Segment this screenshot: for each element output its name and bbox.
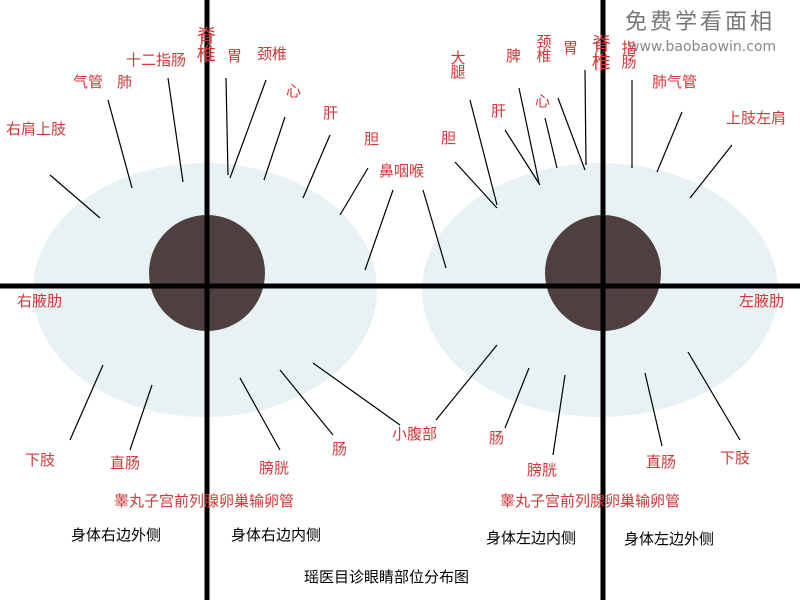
- label-left-inner: 身体左边内侧: [486, 529, 577, 547]
- label-right-outer: 身体右边外侧: [71, 526, 162, 544]
- label-heart-left: 心: [535, 92, 551, 110]
- label-cervical: 颈椎: [257, 45, 288, 63]
- label-intestine-left: 肠: [489, 429, 505, 447]
- label-left-shoulder: 上肢左肩: [726, 109, 787, 127]
- label-right-shoulder: 右肩上肢: [6, 120, 67, 138]
- label-bladder-left: 膀胱: [527, 461, 558, 479]
- label-lower-abdomen: 小腹部: [392, 425, 438, 443]
- watermark-title: 免费学看面相: [625, 10, 776, 35]
- label-right-armpit: 右腋肋: [17, 292, 63, 310]
- label-bladder-right: 膀胱: [259, 459, 290, 477]
- label-genital-right: 睾丸子宫前列腺卵巢输卵管: [114, 492, 295, 510]
- label-lung-trachea-left: 肺气管: [652, 73, 698, 91]
- label-heart: 心: [286, 82, 302, 100]
- label-cervical-left: 颈椎: [534, 34, 553, 62]
- label-spine-left: 脊椎: [588, 34, 611, 70]
- label-lower-limb-right: 下肢: [25, 451, 56, 469]
- label-stomach: 胃: [227, 47, 243, 65]
- label-liver: 肝: [323, 104, 339, 122]
- label-spine-right: 脊椎: [193, 26, 216, 62]
- label-rectum-right: 直肠: [110, 454, 141, 472]
- label-left-armpit: 左腋肋: [739, 292, 785, 310]
- label-right-inner: 身体右边内侧: [231, 526, 322, 544]
- label-nasopharynx: 鼻咽喉: [379, 162, 425, 180]
- label-left-outer: 身体左边外侧: [624, 530, 715, 548]
- diagram-caption: 瑶医目诊眼睛部位分布图: [304, 568, 470, 586]
- label-lung: 肺: [117, 73, 133, 91]
- pointer-lines: [49, 69, 741, 456]
- label-thigh: 大腿: [448, 50, 467, 78]
- label-gallbladder: 胆: [364, 130, 380, 148]
- label-stomach-left: 胃: [563, 39, 579, 57]
- label-intestine-right: 肠: [332, 440, 348, 458]
- label-trachea: 气管: [73, 73, 104, 91]
- label-duodenum-left: 指肠: [619, 40, 638, 68]
- label-spleen: 脾: [506, 47, 522, 65]
- label-rectum-left: 直肠: [646, 453, 677, 471]
- label-gallbladder-left: 胆: [441, 129, 457, 147]
- label-duodenum: 十二指肠: [126, 51, 187, 69]
- label-lower-limb-left: 下肢: [720, 449, 751, 467]
- label-genital-left: 睾丸子宫前列腺卵巢输卵管: [500, 492, 681, 510]
- watermark-url: www.baobaowin.com: [628, 39, 777, 55]
- label-liver-left: 肝: [491, 102, 507, 120]
